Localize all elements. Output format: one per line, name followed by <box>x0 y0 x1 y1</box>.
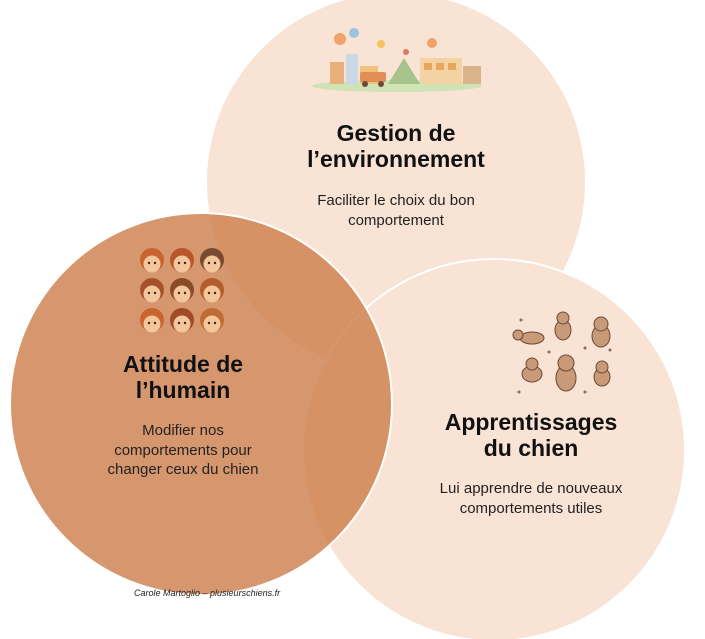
face-eye <box>177 261 181 265</box>
human-title: Attitude de l’humain <box>122 351 244 404</box>
dog-description: Lui apprendre de nouveaux comportements … <box>439 480 623 517</box>
face <box>173 315 191 333</box>
credit-author: Carole Martoglio <box>134 588 201 598</box>
face-eye <box>183 291 187 295</box>
face <box>203 255 221 273</box>
face-eye <box>183 261 187 265</box>
environment-description: Faciliter le choix du bon comportement <box>317 192 475 229</box>
dog-title: Apprentissages du chien <box>444 409 618 462</box>
dogs-illustration-icon <box>512 311 612 394</box>
face <box>143 315 161 333</box>
face-eye <box>207 321 211 325</box>
face-eye <box>177 321 181 325</box>
face-eye <box>177 291 181 295</box>
author-credit: Carole Martoglio – plusieurschiens.fr <box>134 588 280 598</box>
human-description: Modifier nos comportements pour changer … <box>107 422 259 478</box>
face-eye <box>207 291 211 295</box>
face-eye <box>153 261 157 265</box>
face-eye <box>213 291 217 295</box>
face <box>173 255 191 273</box>
face-eye <box>207 261 211 265</box>
face-eye <box>183 321 187 325</box>
human-circle <box>9 212 393 596</box>
faces-grid-icon <box>140 248 224 333</box>
face-eye <box>147 321 151 325</box>
credit-site: plusieurschiens.fr <box>210 588 281 598</box>
environment-title: Gestion de l’environnement <box>307 120 485 173</box>
face-eye <box>213 321 217 325</box>
face-eye <box>147 261 151 265</box>
city-travel-illustration-icon <box>312 28 482 92</box>
face-eye <box>213 261 217 265</box>
face <box>143 285 161 303</box>
face-eye <box>153 291 157 295</box>
face <box>203 315 221 333</box>
face <box>203 285 221 303</box>
face <box>143 255 161 273</box>
face-eye <box>153 321 157 325</box>
face-eye <box>147 291 151 295</box>
credit-separator: – <box>200 588 211 598</box>
face <box>173 285 191 303</box>
